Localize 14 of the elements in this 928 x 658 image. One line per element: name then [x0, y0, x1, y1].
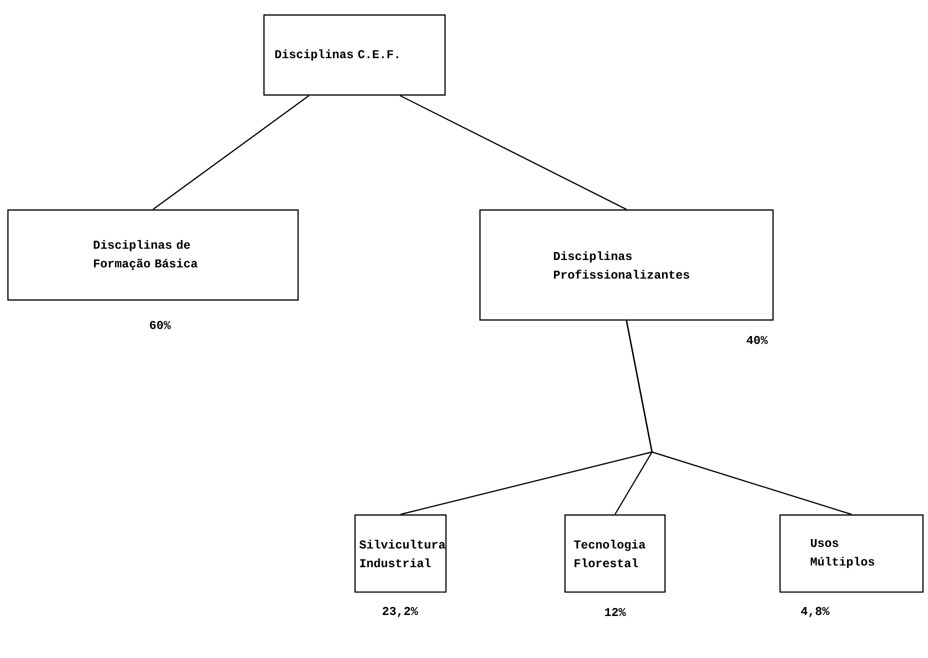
connector-line	[626, 320, 852, 515]
percentage-label: 23,2%	[382, 606, 418, 618]
text-box: Disciplinas Profissionalizantes	[479, 209, 774, 321]
connector-line	[400, 95, 627, 210]
text-box: Tecnologia Florestal	[564, 514, 666, 593]
percentage-label: 4,8%	[801, 606, 830, 618]
percentage-label: 60%	[150, 320, 171, 330]
text-box: Disciplinas C.E.F.	[263, 14, 446, 96]
percentage-label: 40%	[746, 336, 768, 344]
text-box: Disciplinas de Formação Básica	[7, 209, 299, 301]
text-box: Usos Múltiplos	[779, 514, 924, 593]
percentage-label: 12%	[605, 608, 626, 616]
text-box: Silvicultura Industrial	[354, 514, 447, 593]
connector-line	[152, 95, 310, 210]
